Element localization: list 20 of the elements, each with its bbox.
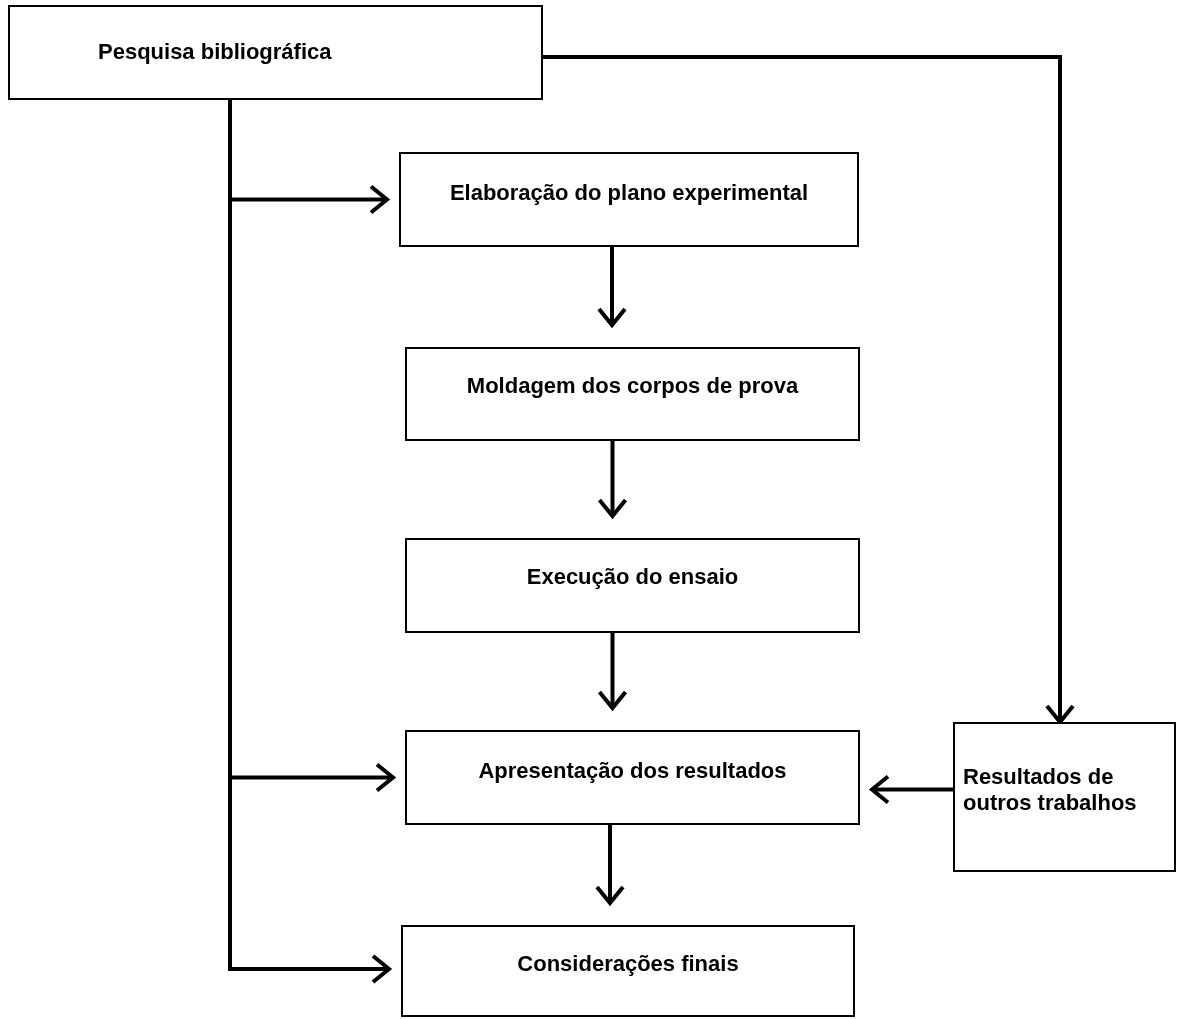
process-box <box>401 925 855 1017</box>
arrow <box>543 55 1075 724</box>
process-box <box>953 722 1176 872</box>
box-label: Moldagem dos corpos de prova <box>465 373 800 399</box>
process-box <box>405 730 860 825</box>
arrow <box>597 633 628 710</box>
box-label: Apresentação dos resultados <box>477 758 788 784</box>
arrow <box>597 441 628 518</box>
box-label: Resultados de outros trabalhos <box>963 764 1138 816</box>
box-label: Pesquisa bibliográfica <box>98 39 333 65</box>
process-box <box>399 152 859 247</box>
arrow <box>870 774 953 805</box>
box-label: Elaboração do plano experimental <box>448 180 810 206</box>
process-box <box>405 347 860 441</box>
process-box <box>8 5 543 100</box>
box-label: Considerações finais <box>516 951 740 977</box>
arrow <box>595 825 625 905</box>
process-box <box>405 538 860 633</box>
arrow <box>597 247 627 327</box>
box-label: Execução do ensaio <box>525 564 740 590</box>
